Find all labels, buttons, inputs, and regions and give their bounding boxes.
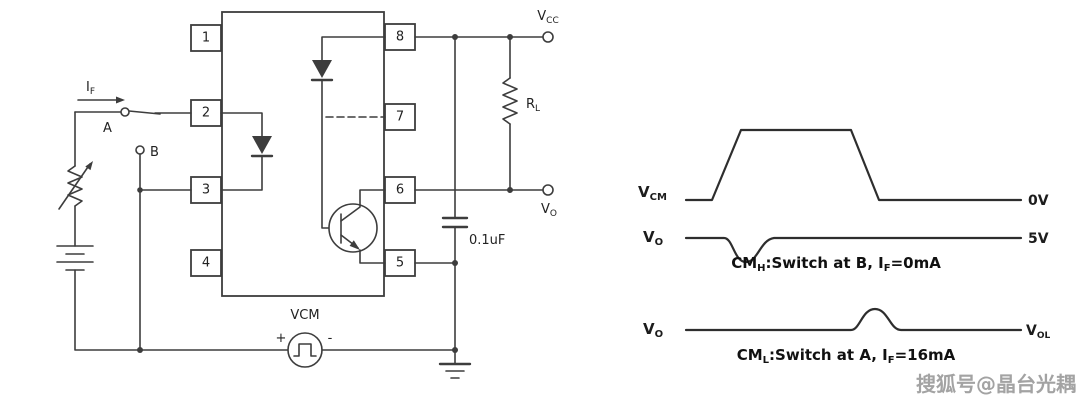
switch-contact-a: [120, 107, 130, 117]
pulse-waveform-icon: [293, 343, 317, 357]
vcm-pulse-source: VCM + -: [276, 308, 456, 368]
vo-label: VO: [541, 202, 557, 219]
switch-label-b: B: [150, 145, 159, 160]
if-arrow-icon: [116, 96, 125, 104]
vcc-terminal: [542, 31, 554, 43]
capacitor-value-label: 0.1uF: [469, 233, 505, 248]
ic-internals: [220, 36, 386, 264]
vo-cmh-level-label: 5V: [1028, 231, 1049, 247]
vo-cml-waveform-trace: [684, 307, 1023, 332]
pulse-generator-circle: [287, 332, 323, 368]
wire: [321, 36, 386, 61]
optocoupler-ic: 1 2 3 4 8 7 6 5: [190, 11, 416, 297]
pin-number-7: 7: [396, 110, 404, 125]
diode-icon: [312, 60, 332, 78]
if-current-label: IF: [86, 80, 95, 97]
pin-box-7: [384, 103, 416, 131]
vo-cml-level-label: VOL: [1026, 323, 1050, 341]
pin-number-4: 4: [202, 256, 210, 271]
vcc-label: VCC: [537, 9, 558, 26]
led-icon: [252, 136, 272, 154]
pin-number-2: 2: [202, 106, 210, 121]
pin-box-2: [190, 99, 222, 127]
cmh-caption: CMH:Switch at B, IF=0mA: [731, 254, 941, 274]
switch-label-a: A: [103, 121, 112, 136]
vo-terminal: [542, 184, 554, 196]
rheostat-arrow-shaft: [58, 163, 91, 210]
pin-box-4: [190, 249, 222, 277]
rl-resistor-zigzag: [502, 77, 518, 125]
watermark-text: 搜狐号@晶台光耦: [916, 372, 1076, 396]
pin-number-5: 5: [396, 256, 404, 271]
vcm-level-label: 0V: [1028, 193, 1049, 209]
switch-contact-b: [135, 145, 145, 155]
wire: [74, 269, 289, 351]
vcm-waveform-trace: [684, 128, 1023, 202]
pin-box-1: [190, 24, 222, 52]
rl-label: RL: [526, 97, 540, 114]
emitter-arrow-icon: [349, 240, 360, 250]
pin-number-3: 3: [202, 183, 210, 198]
rheostat-arrow-icon: [85, 161, 93, 171]
pin-number-6: 6: [396, 183, 404, 198]
vcm-plus-sign: +: [276, 331, 287, 346]
junction-dot: [452, 260, 458, 266]
transistor-collector: [340, 189, 386, 222]
vo-cmh-signal-label: VO: [643, 228, 663, 248]
vcm-signal-label: VCM: [638, 183, 667, 203]
pin-number-8: 8: [396, 30, 404, 45]
input-drive-network: IF A B: [56, 80, 289, 353]
vcm-source-label: VCM: [290, 308, 319, 323]
vo-cmh-waveform-trace: [684, 236, 1023, 264]
pin-number-1: 1: [202, 31, 210, 46]
vo-cml-signal-label: VO: [643, 320, 663, 340]
output-network: VCC RL VO 0.1uF: [414, 9, 559, 379]
wire: [220, 155, 263, 191]
vcm-minus-sign: -: [328, 331, 333, 346]
waveform-panel: VCM 0V VO 5V CMH:Switch at B, IF=0mA VO …: [638, 128, 1050, 366]
wire: [220, 112, 263, 137]
wire: [359, 249, 386, 264]
cml-caption: CML:Switch at A, IF=16mA: [737, 346, 956, 366]
